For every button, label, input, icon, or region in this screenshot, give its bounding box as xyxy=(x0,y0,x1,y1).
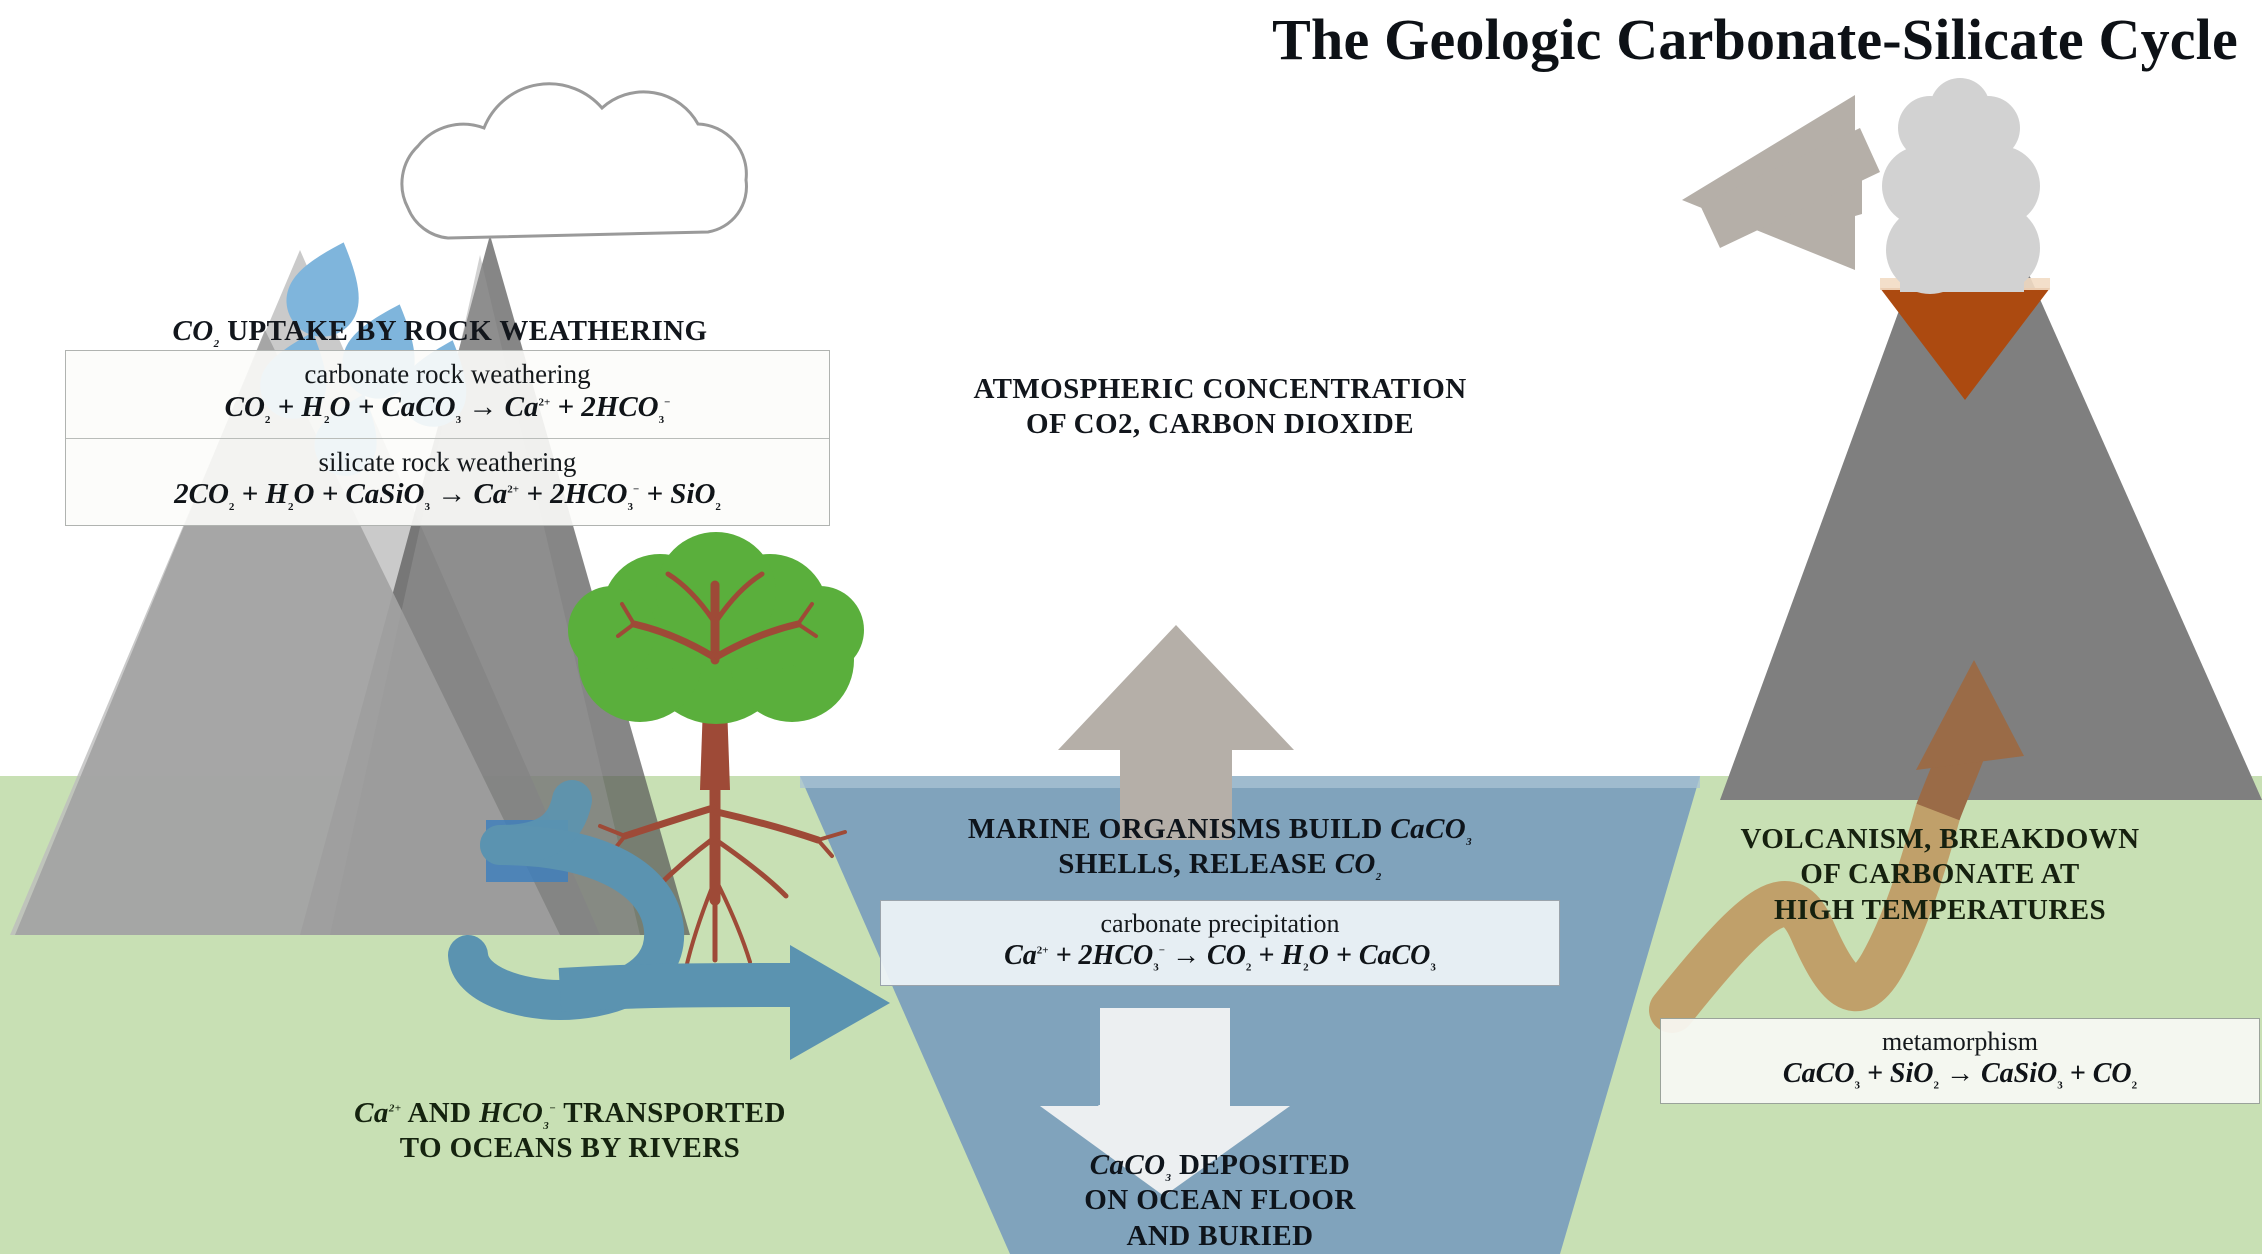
weathering-headline: CO2 UPTAKE BY ROCK WEATHERING xyxy=(90,314,790,349)
equation-row-metamorphism: metamorphism CaCO3 + SiO2 → CaSiO3 + CO2 xyxy=(1661,1019,2259,1103)
equation-row-silicate: silicate rock weathering 2CO2 + H2O + Ca… xyxy=(66,437,829,526)
atmosphere-line-1: ATMOSPHERIC CONCENTRATION xyxy=(973,373,1467,405)
marine-line-1-text: MARINE ORGANISMS BUILD xyxy=(967,813,1391,845)
weathering-formula-co: CO xyxy=(172,315,214,347)
equation-row-carbonate: carbonate rock weathering CO2 + H2O + Ca… xyxy=(66,351,829,438)
marine-line-2-text: SHELLS, RELEASE xyxy=(1058,848,1335,881)
marine-formula-co2: CO xyxy=(1334,848,1376,881)
marine-line-1: MARINE ORGANISMS BUILD CaCO3 xyxy=(967,813,1473,848)
deposition-line-1: CaCO3 DEPOSITED xyxy=(1089,1149,1351,1184)
crater-rim xyxy=(1880,278,2050,290)
river-transport-caption: Ca2+ AND HCO3− TRANSPORTED TO OCEANS BY … xyxy=(270,1096,870,1167)
volcano-icon xyxy=(1720,130,2262,800)
atmosphere-line-2: OF CO2, CARBON DIOXIDE xyxy=(1026,408,1414,441)
deposition-line-3: AND BURIED xyxy=(1126,1219,1314,1252)
volcanism-headline: VOLCANISM, BREAKDOWN OF CARBONATE AT HIG… xyxy=(1680,822,2200,928)
equation-precipitation: Ca2+ + 2HCO3− → CO2 + H2O + CaCO3 xyxy=(1004,939,1436,974)
equation-row-precipitation: carbonate precipitation Ca2+ + 2HCO3− → … xyxy=(881,901,1559,985)
weathering-equation-box: carbonate rock weathering CO2 + H2O + Ca… xyxy=(65,350,830,527)
equation-label-silicate: silicate rock weathering xyxy=(318,446,577,477)
deposition-caption: CaCO3 DEPOSITED ON OCEAN FLOOR AND BURIE… xyxy=(1040,1148,1400,1254)
river-caption-line-1: Ca2+ AND HCO3− TRANSPORTED xyxy=(354,1097,786,1132)
equation-metamorphism: CaCO3 + SiO2 → CaSiO3 + CO2 xyxy=(1782,1057,2138,1092)
equation-silicate: 2CO2 + H2O + CaSiO3 → Ca2+ + 2HCO3− + Si… xyxy=(174,478,721,514)
volcanism-line-1: VOLCANISM, BREAKDOWN xyxy=(1740,823,2140,855)
volcano-cone xyxy=(1720,130,2262,800)
marine-headline: MARINE ORGANISMS BUILD CaCO3 SHELLS, REL… xyxy=(870,812,1570,883)
river-source-patch xyxy=(486,820,568,882)
smoke-plume-icon xyxy=(1882,78,2040,294)
volcanism-line-3: HIGH TEMPERATURES xyxy=(1773,893,2107,926)
marine-formula-caco3: CaCO xyxy=(1390,813,1467,845)
cloud-icon xyxy=(400,82,748,240)
arrow-up-icon xyxy=(1058,625,1294,840)
deposition-line-2: ON OCEAN FLOOR xyxy=(1084,1184,1356,1217)
weathering-headline-text: UPTAKE BY ROCK WEATHERING xyxy=(219,315,708,347)
arrow-left-icon xyxy=(1682,95,1880,270)
tree-icon xyxy=(568,532,864,970)
river-caption-line-2: TO OCEANS BY RIVERS xyxy=(399,1132,741,1165)
page-title: The Geologic Carbonate-Silicate Cycle xyxy=(1272,7,2238,72)
metamorphism-equation-box: metamorphism CaCO3 + SiO2 → CaSiO3 + CO2 xyxy=(1660,1018,2260,1105)
weathering-formula-sub: 2 xyxy=(213,337,220,350)
marine-line-2: SHELLS, RELEASE CO2 xyxy=(1058,848,1382,884)
equation-carbonate: CO2 + H2O + CaCO3 → Ca2+ + 2HCO3− xyxy=(224,390,671,426)
volcano-crater xyxy=(1880,288,2050,400)
atmosphere-label: ATMOSPHERIC CONCENTRATION OF CO2, CARBON… xyxy=(930,372,1510,443)
tree-canopy xyxy=(568,532,864,724)
tree-trunk xyxy=(700,620,730,790)
equation-label-precipitation: carbonate precipitation xyxy=(1100,909,1340,938)
equation-label-metamorphism: metamorphism xyxy=(1882,1027,2038,1056)
ocean-surface-band xyxy=(800,776,1700,788)
river-arrow-icon xyxy=(448,780,890,1060)
equation-label-carbonate: carbonate rock weathering xyxy=(304,359,591,389)
volcanism-line-2: OF CARBONATE AT xyxy=(1800,858,2080,891)
precipitation-equation-box: carbonate precipitation Ca2+ + 2HCO3− → … xyxy=(880,900,1560,987)
